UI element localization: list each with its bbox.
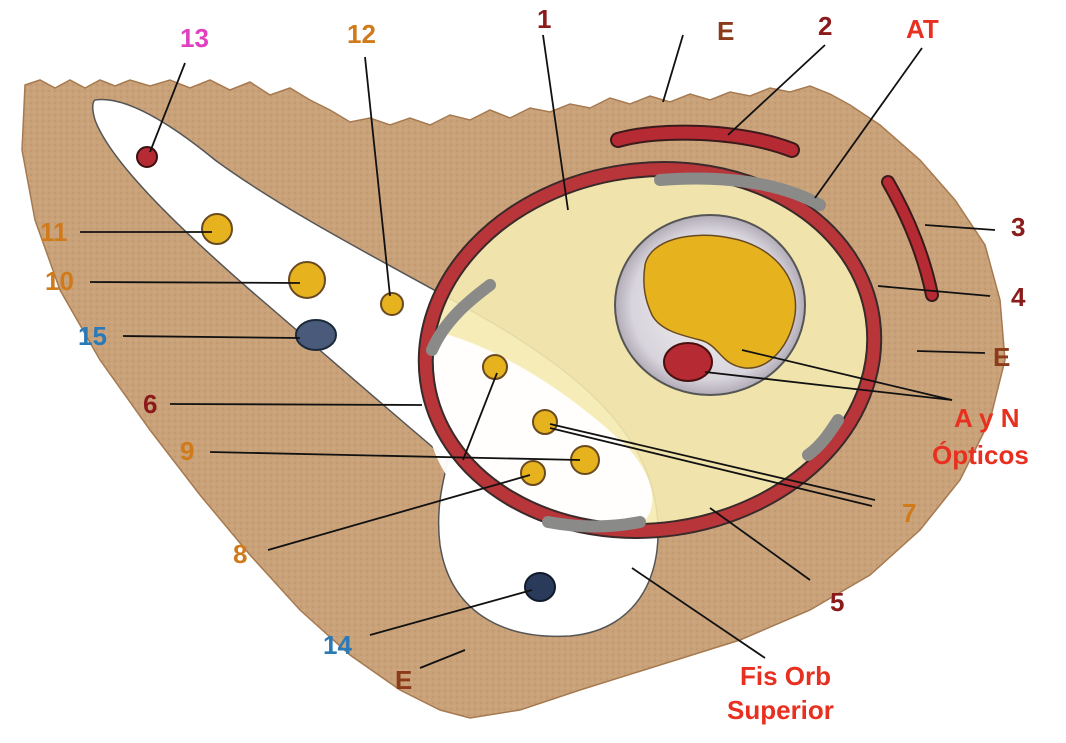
struct-15 (296, 320, 336, 350)
struct-6a (483, 355, 507, 379)
label-7: 7 (902, 498, 916, 528)
struct-11 (202, 214, 232, 244)
label-8: 8 (233, 539, 247, 569)
label-9: 9 (180, 436, 194, 466)
label-2: 2 (818, 11, 832, 41)
label-15: 15 (78, 321, 107, 351)
label-at: AT (906, 14, 939, 44)
struct-7 (533, 410, 557, 434)
struct-13 (137, 147, 157, 167)
label-e-bottom: E (395, 665, 412, 695)
label-e-top: E (717, 16, 734, 46)
label-3: 3 (1011, 212, 1025, 242)
label-14: 14 (323, 630, 352, 660)
label-6: 6 (143, 389, 157, 419)
label-11: 11 (40, 217, 68, 247)
struct-8 (521, 461, 545, 485)
label-5: 5 (830, 587, 844, 617)
ophthalmic-artery (664, 343, 712, 381)
struct-14 (525, 573, 555, 601)
label-10: 10 (45, 266, 74, 296)
label-fis-1: Fis Orb (740, 661, 831, 691)
struct-10 (289, 262, 325, 298)
label-optic-2: Ópticos (932, 440, 1029, 470)
struct-12 (381, 293, 403, 315)
label-13: 13 (180, 23, 209, 53)
label-e-right: E (993, 342, 1010, 372)
label-optic-1: A y N (954, 403, 1020, 433)
label-4: 4 (1011, 282, 1026, 312)
label-1: 1 (537, 4, 551, 34)
label-12: 12 (347, 19, 376, 49)
label-fis-2: Superior (727, 695, 834, 725)
